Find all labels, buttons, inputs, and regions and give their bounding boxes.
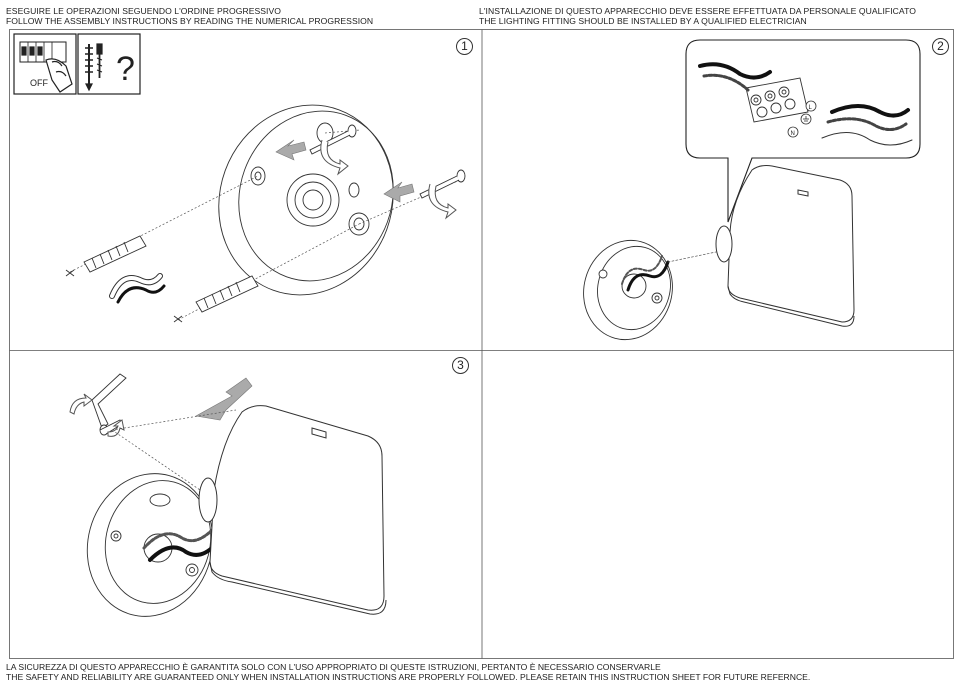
- step2-lamp-body: [715, 165, 855, 327]
- push-arrow-step3: [195, 377, 253, 421]
- terminal-N-label: N: [791, 131, 795, 137]
- push-arrows-step1: [275, 139, 415, 203]
- footer-english: THE SAFETY AND RELIABILITY ARE GUARANTEE…: [6, 672, 811, 682]
- step-number-3: 3: [452, 357, 469, 374]
- header-left-english: FOLLOW THE ASSEMBLY INSTRUCTIONS BY READ…: [6, 16, 374, 26]
- wall-plug-lower: [173, 275, 259, 323]
- rotate-arrow-step3-left: [69, 393, 93, 415]
- step-number-2: 2: [932, 38, 949, 55]
- power-cable-step1: [109, 273, 166, 304]
- header-right-italian: L'INSTALLAZIONE DI QUESTO APPARECCHIO DE…: [479, 6, 916, 16]
- question-mark: ?: [116, 50, 135, 88]
- panel-grid: [9, 29, 954, 659]
- step-number-1: 1: [456, 38, 473, 55]
- arrow-push-right: [383, 181, 415, 203]
- screw-upper: [309, 124, 357, 155]
- terminal-N-marker: [787, 126, 799, 138]
- outer-frame: [9, 29, 954, 659]
- wire-incoming: [698, 62, 772, 92]
- terminal-markers: [787, 100, 817, 138]
- header-left: ESEGUIRE LE OPERAZIONI SEGUENDO L'ORDINE…: [6, 6, 373, 26]
- step3-cable: [142, 528, 216, 562]
- rotate-arrow-step3-right: [107, 419, 125, 437]
- terminal-L-label: L: [809, 105, 813, 111]
- rotate-arrows-step1: [320, 139, 457, 220]
- header-left-italian: ESEGUIRE LE OPERAZIONI SEGUENDO L'ORDINE…: [6, 6, 282, 16]
- wall-plug-upper: [65, 235, 147, 277]
- step3-lamp-body: [198, 405, 387, 615]
- screw-right: [419, 169, 466, 199]
- step3-dashed-guides: [111, 409, 237, 491]
- header-right-english: THE LIGHTING FITTING SHOULD BE INSTALLED…: [479, 16, 807, 26]
- step2-cable: [621, 251, 717, 292]
- terminal-L-marker: [805, 100, 817, 112]
- footer-disclaimer: LA SICUREZZA DI QUESTO APPARECCHIO È GAR…: [6, 662, 810, 682]
- terminal-block: [745, 77, 809, 123]
- allen-key: [91, 373, 127, 429]
- off-label: OFF: [30, 78, 48, 88]
- rotate-arrows-step3: [69, 393, 125, 437]
- footer-italian: LA SICUREZZA DI QUESTO APPARECCHIO È GAR…: [6, 662, 661, 672]
- power-off-warning-icon: [13, 33, 77, 95]
- tools-question-icon: [77, 33, 141, 95]
- rotate-arrow-right: [428, 183, 457, 220]
- arrow-push-upper: [275, 139, 307, 161]
- step1-mounting-plate: [218, 104, 394, 296]
- wire-lamp-side: [821, 104, 913, 146]
- rotate-arrow-upper: [320, 139, 349, 176]
- header-right: L'INSTALLAZIONE DI QUESTO APPARECCHIO DE…: [479, 6, 916, 26]
